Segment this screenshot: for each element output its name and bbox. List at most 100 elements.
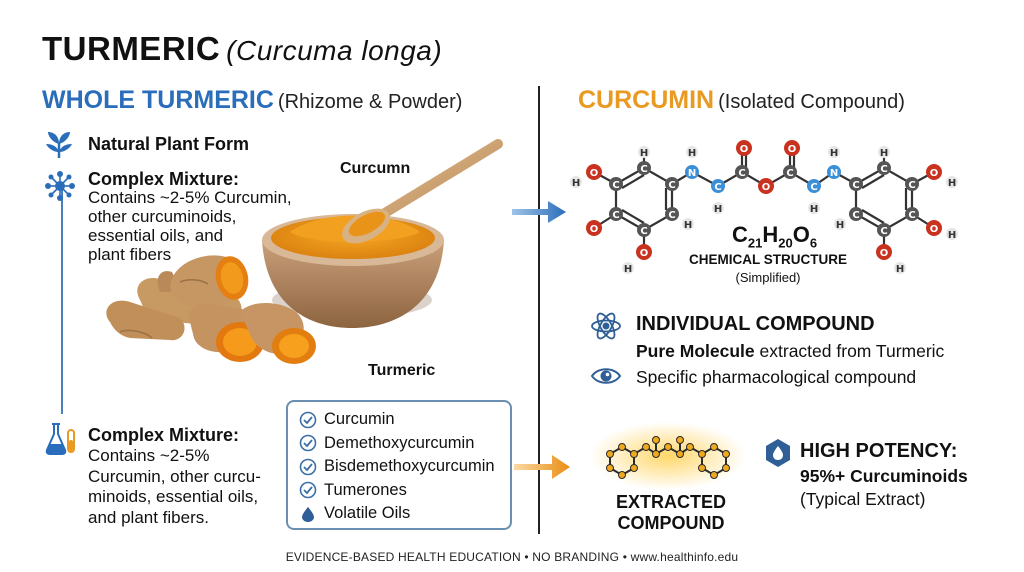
component-name: Volatile Oils — [324, 504, 411, 523]
arrow-right-icon — [514, 452, 572, 482]
title-main: TURMERIC — [42, 30, 221, 67]
atom-c: C — [880, 226, 887, 237]
atom-o: O — [762, 182, 771, 193]
atom-n: N — [830, 168, 838, 179]
high-potency-title: HIGH POTENCY: — [800, 440, 958, 462]
page-title: TURMERIC(Curcuma longa) — [42, 30, 442, 68]
complex-mixture-2-line: Contains ~2-5% — [88, 446, 210, 465]
curcumin-header: CURCUMIN(Isolated Compound) — [578, 86, 905, 115]
list-item: Curcumin — [298, 408, 510, 432]
atom-h: H — [830, 148, 838, 159]
complex-mixture-body: Contains ~2-5% Curcumin, other curcumino… — [88, 188, 292, 264]
whole-turmeric-header: WHOLE TURMERIC(Rhizome & Powder) — [42, 86, 462, 115]
component-name: Demethoxycurcumin — [324, 433, 475, 452]
center-divider — [538, 86, 540, 534]
component-name: Bisdemethoxycurcumin — [324, 457, 495, 476]
natural-form-label: Natural Plant Form — [88, 134, 250, 154]
atom-h: H — [714, 204, 722, 215]
atom-n: N — [688, 168, 696, 179]
atom-c: C — [880, 164, 887, 175]
check-circle-icon — [298, 480, 318, 500]
atom-c: C — [714, 182, 721, 193]
pure-molecule-text: Pure Molecule extracted from Turmeric — [636, 341, 944, 362]
formula-c: C — [732, 222, 748, 247]
atom-h: H — [880, 148, 888, 159]
title-scientific: (Curcuma longa) — [226, 35, 443, 66]
check-circle-icon — [298, 410, 318, 430]
list-item: Bisdemethoxycurcumin — [298, 455, 510, 479]
curcumin-label: Curcumn — [340, 160, 411, 177]
atom-o: O — [788, 144, 797, 155]
atom-c: C — [668, 180, 675, 191]
atom-h: H — [684, 220, 692, 231]
structure-caption: CHEMICAL STRUCTURE — [689, 252, 847, 267]
list-item: Tumerones — [298, 479, 510, 503]
extracted-label-line2: COMPOUND — [617, 513, 725, 533]
complex-mixture-2-title: Complex Mixture: — [88, 425, 240, 445]
turmeric-label: Turmeric — [368, 362, 436, 379]
atom-o: O — [590, 224, 599, 235]
formula-h: H — [762, 222, 779, 247]
complex-mixture-2-line: Curcumin, other curcu- — [88, 466, 261, 486]
complex-mixture-title: Complex Mixture: — [88, 169, 240, 189]
turmeric-illustration — [90, 132, 530, 392]
curcumin-header-label: CURCUMIN — [578, 86, 715, 114]
curcumin-header-sub: (Isolated Compound) — [718, 91, 905, 113]
atom-c: C — [810, 182, 817, 193]
atom-c: C — [908, 180, 915, 191]
atom-o: O — [640, 248, 649, 259]
formula-h-count: 20 — [778, 235, 793, 251]
extracted-compound-label: EXTRACTED COMPOUND — [606, 492, 736, 534]
atom-icon — [590, 310, 622, 342]
atom-c: C — [640, 164, 647, 175]
atom-h: H — [810, 204, 818, 215]
structure-subcaption: (Simplified) — [735, 270, 801, 285]
atom-h: H — [948, 230, 956, 241]
high-potency-sub: (Typical Extract) — [800, 489, 926, 509]
list-item: Volatile Oils — [298, 502, 510, 526]
atom-o: O — [880, 248, 889, 259]
formula-c-count: 21 — [747, 235, 763, 251]
lab-flask-icon — [44, 420, 78, 456]
complex-mixture-line: plant fibers — [88, 245, 172, 264]
atom-h: H — [688, 148, 696, 159]
arrow-right-icon — [512, 198, 568, 226]
complex-mixture-2-line: and plant fibers. — [88, 507, 209, 527]
droplet-icon — [298, 504, 318, 524]
complex-mixture-line: Contains ~2-5% Curcumin, — [88, 188, 292, 207]
complex-mixture-2-body: Contains ~2-5% Curcumin, other curcu- mi… — [88, 446, 261, 528]
check-circle-icon — [298, 457, 318, 477]
formula-o: O — [792, 222, 810, 247]
atom-h: H — [836, 220, 844, 231]
component-name: Tumerones — [324, 480, 407, 499]
complex-mixture-2-line: minoids, essential oils, — [88, 487, 259, 506]
components-list: Curcumin Demethoxycurcumin Bisdemethoxyc… — [286, 400, 512, 530]
eye-icon — [590, 364, 622, 388]
atom-o: O — [740, 144, 749, 155]
atom-h: H — [572, 178, 580, 189]
complex-mixture-line: other curcuminoids, — [88, 207, 237, 226]
chemical-formula: C21H20O6 — [732, 222, 817, 250]
atom-o: O — [930, 224, 939, 235]
whole-turmeric-header-sub: (Rhizome & Powder) — [277, 91, 463, 113]
list-item: Demethoxycurcumin — [298, 432, 510, 456]
pure-molecule-bold: Pure Molecule — [636, 341, 755, 361]
atom-c: C — [612, 180, 619, 191]
left-timeline-line — [61, 188, 63, 414]
whole-turmeric-header-label: WHOLE TURMERIC — [42, 86, 274, 114]
atom-c: C — [786, 168, 793, 179]
specific-compound-text: Specific pharmacological compound — [636, 367, 917, 387]
atom-c: C — [738, 168, 745, 179]
chemical-structure: O O O O O O O O O N C C N C C C C C C C … — [566, 138, 966, 276]
atom-c: C — [612, 210, 619, 221]
atom-c: C — [668, 210, 675, 221]
check-circle-icon — [298, 433, 318, 453]
atom-h: H — [624, 264, 632, 275]
leaf-icon — [42, 128, 76, 162]
atom-o: O — [930, 168, 939, 179]
atom-c: C — [852, 210, 859, 221]
footer-text: EVIDENCE-BASED HEALTH EDUCATION • NO BRA… — [285, 550, 739, 564]
atom-h: H — [948, 178, 956, 189]
formula-o-count: 6 — [809, 235, 818, 251]
component-name: Curcumin — [324, 410, 395, 429]
